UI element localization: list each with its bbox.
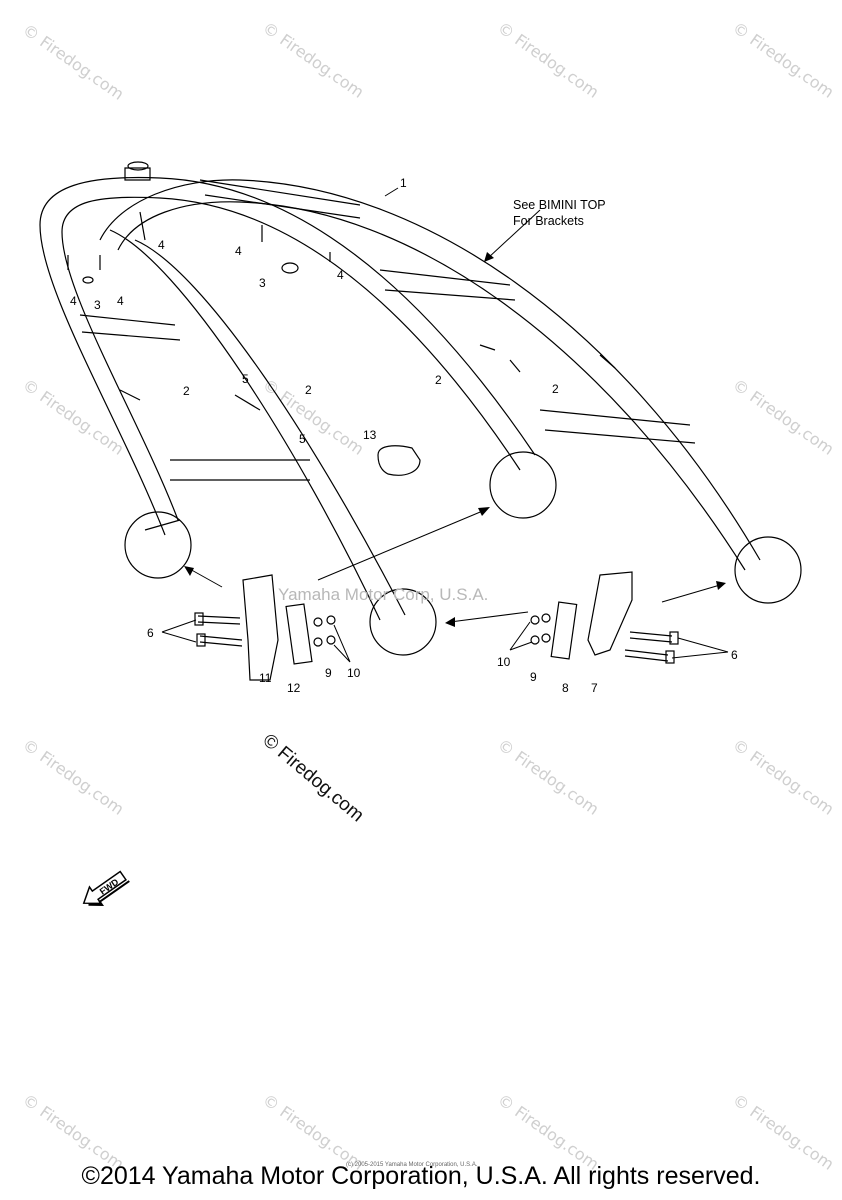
leader-10-right xyxy=(509,621,533,651)
tiny-copyright-note: (c) 2005-2015 Yamaha Motor Corporation, … xyxy=(346,1162,478,1168)
detail-circle-right xyxy=(734,536,802,604)
leader-10-left xyxy=(333,624,351,663)
left-bolt-upper xyxy=(197,615,241,625)
arrowhead-2 xyxy=(184,566,194,576)
copyright-footer: ©2014 Yamaha Motor Corporation, U.S.A. A… xyxy=(81,1162,761,1190)
left-mount-plate xyxy=(285,603,313,665)
hinge-fittings xyxy=(119,344,616,411)
rear-arch-outer xyxy=(39,176,536,536)
center-tube-inner xyxy=(134,239,406,616)
callout-3a: 3 xyxy=(94,298,101,312)
arrowhead-5 xyxy=(484,252,494,262)
front-arch-outer xyxy=(99,179,761,561)
callout-9b: 9 xyxy=(530,670,537,684)
leader-arrow-1 xyxy=(317,509,486,581)
callout-10b: 10 xyxy=(497,655,511,669)
callout-7: 7 xyxy=(591,681,598,695)
callout-8: 8 xyxy=(562,681,569,695)
arrowhead-3 xyxy=(445,617,455,627)
left-bolt-lower xyxy=(199,635,243,647)
bimini-note-line1: See BIMINI TOP xyxy=(513,198,606,212)
callout-5a: 5 xyxy=(242,372,249,386)
bimini-note: See BIMINI TOP For Brackets xyxy=(513,197,606,229)
crossbar-3 xyxy=(379,269,516,301)
right-mount-plate xyxy=(550,601,578,660)
callout-3b: 3 xyxy=(259,276,266,290)
leader-6-right xyxy=(671,637,729,659)
callout-6b: 6 xyxy=(731,648,738,662)
callout-4a: 4 xyxy=(158,238,165,252)
detail-circle-mid xyxy=(489,451,557,519)
leader-6-left xyxy=(161,619,197,643)
center-watermark: Yamaha Motor Corp, U.S.A. xyxy=(278,585,489,604)
leader-arrow-4 xyxy=(661,584,721,603)
left-mount-bracket xyxy=(242,574,279,681)
crossbar-5 xyxy=(199,179,361,219)
callout-4e: 4 xyxy=(117,294,124,308)
callout-10a: 10 xyxy=(347,666,361,680)
detail-circle-center xyxy=(369,588,437,656)
crossbar-4 xyxy=(539,409,696,444)
callout-2d: 2 xyxy=(552,382,559,396)
leader-arrow-2 xyxy=(187,567,223,588)
part-13-plate xyxy=(377,445,421,476)
fastener-group-top xyxy=(67,211,331,270)
callout-2c: 2 xyxy=(435,373,442,387)
top-bracket xyxy=(124,167,151,181)
callout-12: 12 xyxy=(287,681,301,695)
callout-11: 11 xyxy=(259,671,272,685)
bimini-note-line2: For Brackets xyxy=(513,214,584,228)
callout-13: 13 xyxy=(363,428,377,442)
leader-1 xyxy=(384,187,399,197)
right-bolt-lower xyxy=(624,649,669,662)
rear-arch-foot xyxy=(144,519,181,531)
callout-5b: 5 xyxy=(299,432,306,446)
front-arch-inner xyxy=(117,201,746,571)
callout-4c: 4 xyxy=(337,268,344,282)
arrowhead-1 xyxy=(478,507,490,516)
crossbar-1 xyxy=(170,459,310,481)
fwd-arrow-icon: FWD xyxy=(82,870,130,907)
leader-arrow-3 xyxy=(449,611,529,623)
right-mount-bracket xyxy=(587,571,633,656)
leader-arrow-5 xyxy=(487,209,541,259)
arrowhead-4 xyxy=(716,581,726,590)
detail-circle-left xyxy=(124,511,192,579)
crossbar-2 xyxy=(79,314,181,341)
callout-1: 1 xyxy=(400,176,407,190)
callout-6a: 6 xyxy=(147,626,154,640)
callout-4d: 4 xyxy=(70,294,77,308)
callout-2a: 2 xyxy=(183,384,190,398)
rear-arch-inner xyxy=(61,196,521,521)
callout-9a: 9 xyxy=(325,666,332,680)
callout-4b: 4 xyxy=(235,244,242,258)
right-bolt-upper xyxy=(629,631,673,643)
callout-2b: 2 xyxy=(305,383,312,397)
center-tube-outer xyxy=(109,229,381,621)
